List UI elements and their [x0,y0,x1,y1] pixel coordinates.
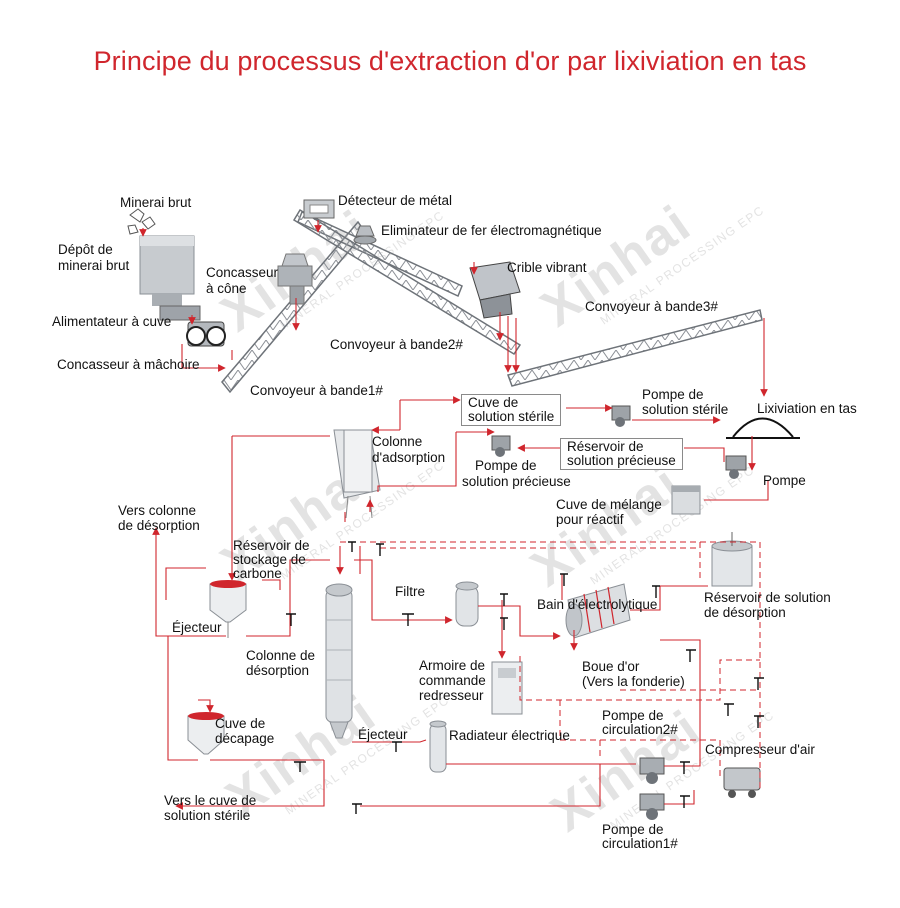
apron-feeder [159,305,201,321]
label-circ-pump-2-1: Pompe de [602,708,664,723]
label-circ-pump-2-2: circulation2# [602,722,678,737]
label-electrolytic-cell: Bain d'électrolytique [537,597,658,612]
magnetic-separator [353,225,377,245]
label-to-barren-tank-1: Vers le cuve de [164,793,257,808]
ore-bin [139,235,195,306]
label-air-compressor: Compresseur d'air [705,742,815,757]
label-pregnant-tank-2: solution précieuse [567,453,676,468]
label-rectifier-1: Armoire de [419,658,486,673]
conveyor-cross [292,208,522,356]
circulation-pump-2 [639,757,665,784]
label-desorption-tank-1: Réservoir de solution [704,590,831,605]
stripping-tank [187,712,225,755]
label-ore-bin-1: Dépôt de [58,242,113,257]
valve-markers [286,541,764,814]
desorption-column [325,583,353,739]
label-pregnant-pump-2: solution précieuse [462,474,571,489]
filter [455,581,479,627]
label-carbon-storage-1: Réservoir de [233,538,310,553]
diagram-title: Principe du processus d'extraction d'or … [93,46,807,76]
heap-leaching-icon [726,417,800,439]
label-heap-leaching: Lixiviation en tas [757,401,857,416]
label-desorption-column-1: Colonne de [246,648,316,663]
conveyor-3 [507,309,763,387]
label-pump: Pompe [763,473,806,488]
label-stripping-tank-2: décapage [215,731,275,746]
label-barren-pump-2: solution stérile [642,402,729,417]
label-gold-sludge-1: Boue d'or [582,659,640,674]
label-stripping-tank-1: Cuve de [215,716,266,731]
barren-solution-pump-icon [611,405,631,427]
flow-lines-mid [228,396,769,581]
carbon-storage-tank [209,580,247,638]
label-electric-heater: Radiateur électrique [449,728,570,743]
dashed-lines [340,541,761,790]
jaw-crusher [186,321,226,347]
label-mixing-tank-2: pour réactif [556,512,624,527]
label-carbon-storage-3: carbone [233,566,282,581]
label-ore-bin-2: minerai brut [58,258,130,273]
rectifier-cabinet [491,661,523,715]
label-to-desorption-2: de désorption [118,518,200,533]
electrolytic-cell [565,583,631,639]
label-circ-pump-1-2: circulation1# [602,836,678,851]
label-filter: Filtre [395,584,425,599]
flow-lines-lower [152,527,708,810]
label-jaw-crusher: Concasseur à mâchoire [57,357,200,372]
label-barren-tank-2: solution stérile [468,409,555,424]
label-ejector-2: Éjecteur [358,727,408,742]
label-cone-crusher-1: Concasseur [206,265,279,280]
cone-crusher [277,253,313,305]
pump-icon [725,455,747,479]
label-rectifier-3: redresseur [419,688,484,703]
label-pregnant-tank-1: Réservoir de [567,439,644,454]
label-vibrating-screen: Crible vibrant [507,260,587,275]
label-circ-pump-1-1: Pompe de [602,822,664,837]
label-to-desorption-1: Vers colonne [118,503,197,518]
air-compressor [723,767,761,798]
flow-lines-top [139,220,768,397]
label-conveyor-3: Convoyeur à bande3# [585,299,718,314]
label-barren-pump-1: Pompe de [642,387,704,402]
ore-icon [127,208,156,235]
label-conveyor-2: Convoyeur à bande2# [330,337,463,352]
pregnant-solution-pump-icon [491,435,511,457]
label-carbon-storage-2: stockage de [233,552,306,567]
reagent-tank [671,485,701,515]
label-ejector-1: Éjecteur [172,620,222,635]
pregnant-solution-tank-box: Réservoir de solution précieuse [560,438,683,470]
label-rectifier-2: commande [419,673,486,688]
label-metal-detector: Détecteur de métal [338,193,453,208]
label-adsorption-2: d'adsorption [372,450,446,465]
label-conveyor-1: Convoyeur à bande1# [250,383,383,398]
label-cone-crusher-2: à cône [206,281,247,296]
label-desorption-tank-2: de désorption [704,605,786,620]
label-barren-tank-1: Cuve de [468,395,519,410]
desorption-solution-tank [711,532,753,587]
barren-solution-tank-box: Cuve de solution stérile [461,394,562,426]
label-magnetic-separator: Eliminateur de fer électromagnétique [381,223,602,238]
label-desorption-column-2: désorption [246,663,310,678]
label-adsorption-1: Colonne [372,434,423,449]
label-raw-ore: Minerai brut [120,195,192,210]
label-to-barren-tank-2: solution stérile [164,808,251,823]
adsorption-column [333,429,381,519]
vibrating-screen [469,261,521,319]
label-pregnant-pump-1: Pompe de [475,458,537,473]
electric-heater [429,720,447,773]
label-mixing-tank-1: Cuve de mélange [556,497,662,512]
label-gold-sludge-2: (Vers la fonderie) [582,674,685,689]
circulation-pump-1 [639,793,665,820]
metal-detector [303,199,335,219]
label-apron-feeder: Alimentateur à cuve [52,314,172,329]
